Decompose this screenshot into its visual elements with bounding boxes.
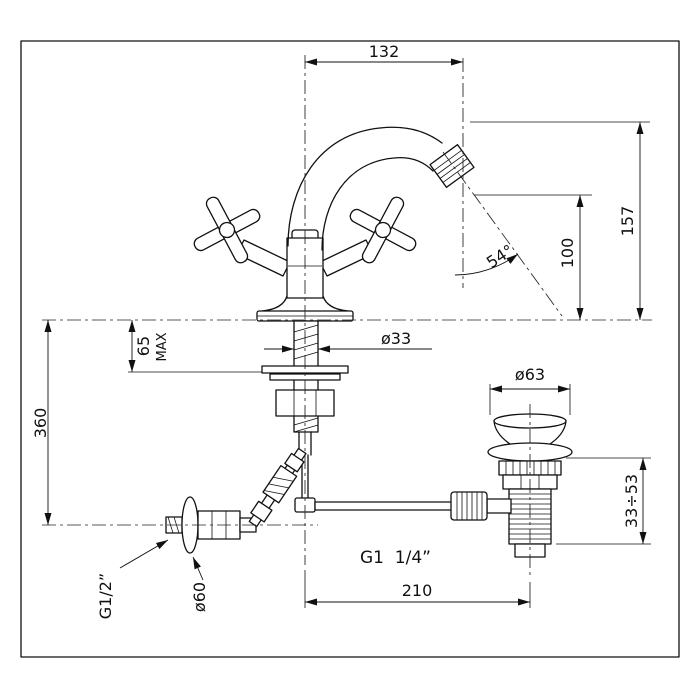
label-waste-thread: G1 1/4” [360, 548, 431, 568]
inline-valve [262, 464, 298, 504]
dim-shank-diameter: ø33 [381, 329, 411, 348]
rod-adjuster-knob [450, 491, 488, 521]
dim-spout-reach: 132 [369, 42, 400, 61]
centerlines [42, 55, 652, 578]
drawing-frame [20, 40, 680, 658]
spout [287, 126, 443, 251]
right-cross-handle [349, 196, 417, 264]
left-cross-handle [193, 196, 261, 264]
label-escutcheon-diameter: ø60 [190, 582, 209, 612]
dim-supply-drop: 360 [31, 408, 50, 439]
bidet-mixer [193, 126, 475, 513]
dim-spray-angle: 54° [483, 241, 517, 272]
dim-spout-height: 100 [558, 238, 577, 269]
leader-escutcheon [192, 556, 204, 581]
dim-total-height: 157 [618, 206, 637, 237]
dimension-labels: 132 157 100 54° ø33 65 MAX 360 ø63 33÷53… [31, 42, 641, 619]
dim-waste-diameter: ø63 [515, 365, 545, 384]
pop-up-rod [314, 501, 458, 511]
dim-arc-spray-angle [454, 253, 519, 276]
pop-up-waste [450, 413, 573, 558]
dimension-lines [44, 58, 651, 608]
dim-centre-distance: 210 [402, 581, 433, 600]
spray-axis-centerline [442, 151, 563, 317]
label-supply-thread: G1/2” [96, 573, 115, 619]
dim-waste-range: 33÷53 [622, 474, 641, 528]
mounting-shank [261, 320, 349, 433]
dim-deck-thickness: 65 [134, 336, 153, 356]
leader-supply-thread [119, 539, 169, 569]
angled-supply-pipe [248, 447, 307, 528]
wall-supply-connection [165, 447, 307, 554]
aerator [429, 144, 475, 188]
dim-deck-thickness-max: MAX [155, 332, 170, 361]
